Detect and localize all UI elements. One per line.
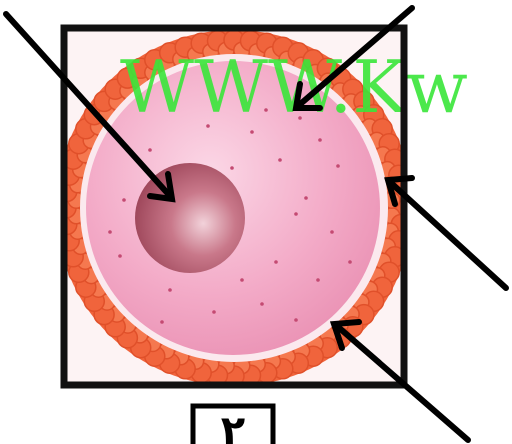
granule (122, 198, 126, 202)
granule (260, 302, 264, 306)
granule (240, 278, 244, 282)
granule (294, 212, 298, 216)
granule (274, 260, 278, 264)
watermark-text: WWW.Kw (120, 45, 468, 129)
granule (168, 288, 172, 292)
granule (336, 164, 340, 168)
granule (212, 310, 216, 314)
granule (348, 260, 352, 264)
figure-number: ٢ (221, 408, 245, 444)
granule (160, 320, 164, 324)
granule (230, 166, 234, 170)
granule (118, 254, 122, 258)
granule (294, 318, 298, 322)
granule (318, 138, 322, 142)
granule (304, 196, 308, 200)
granule (250, 130, 254, 134)
granule (148, 148, 152, 152)
granule (108, 230, 112, 234)
figure-number-box: ٢ (193, 406, 273, 444)
granule (278, 158, 282, 162)
image-frame: WWW.Kw (56, 28, 468, 386)
granule (316, 278, 320, 282)
granule (330, 230, 334, 234)
